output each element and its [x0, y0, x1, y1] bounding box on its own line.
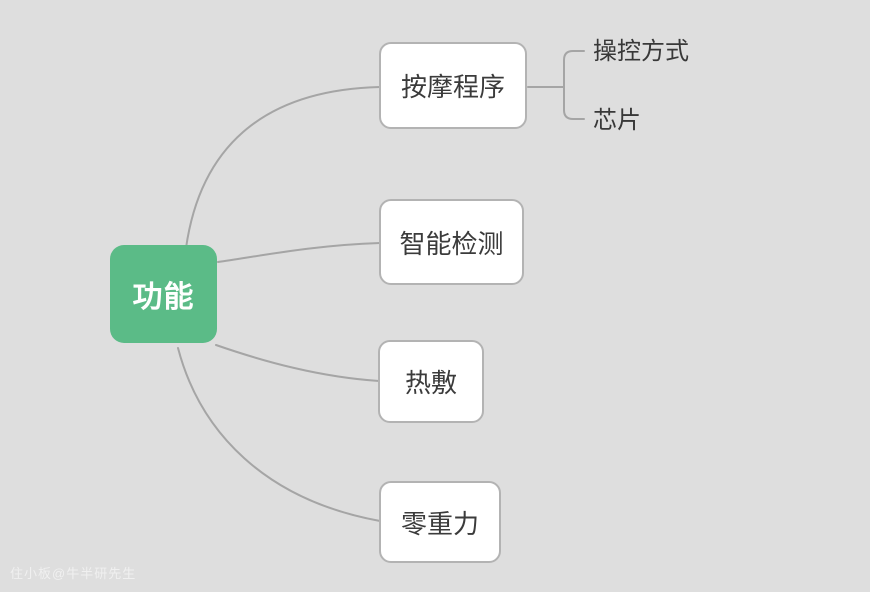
branch-node-smart-detection[interactable]: 智能检测 [379, 199, 524, 285]
branch-node-label: 零重力 [400, 508, 479, 539]
connector-root-to-branch-4 [177, 347, 381, 522]
branch-node-zero-gravity[interactable]: 零重力 [379, 481, 501, 563]
watermark: 住小板@牛半研先生 [10, 566, 137, 581]
leaf-node-control-method[interactable]: 操控方式 [593, 38, 689, 65]
leaf-node-chip[interactable]: 芯片 [593, 107, 641, 134]
root-node[interactable]: 功能 [110, 245, 217, 343]
connector-root-to-branch-2 [217, 242, 381, 263]
connector-root-to-branch-1 [185, 86, 381, 249]
branch-node-label: 热敷 [404, 368, 457, 398]
root-node-label: 功能 [132, 281, 195, 314]
bracket-branch-1-children [563, 50, 585, 120]
branch-node-massage-programs[interactable]: 按摩程序 [379, 42, 527, 129]
connector-root-to-branch-3 [215, 344, 380, 382]
branch-node-hot-compress[interactable]: 热敷 [378, 340, 484, 423]
branch-node-label: 智能检测 [399, 228, 504, 259]
branch-node-label: 按摩程序 [400, 72, 505, 102]
